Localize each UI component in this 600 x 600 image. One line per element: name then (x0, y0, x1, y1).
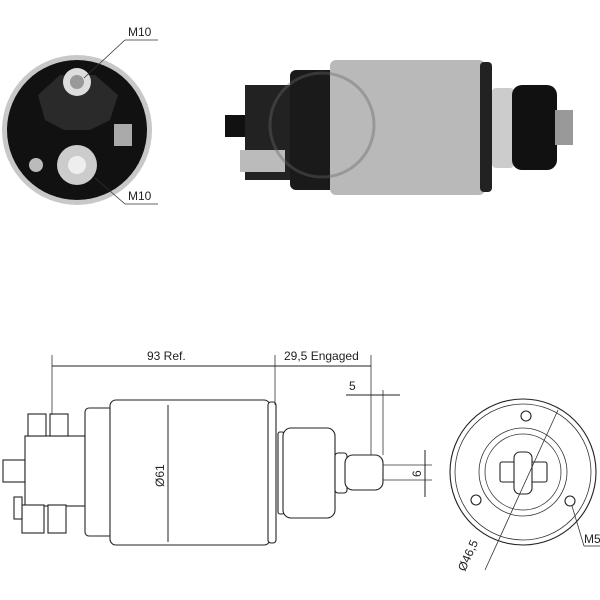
m5-label: M5 (584, 532, 600, 546)
photo-end-view: M10 M10 (2, 25, 158, 205)
end-view-drawing: Ø46,5 M5 (449, 398, 600, 573)
engaged-29-5-label: 29,5 Engaged (284, 349, 359, 363)
photo-housing (330, 60, 485, 195)
plunger (344, 454, 384, 491)
width-6-label: 6 (410, 470, 424, 477)
photo-side-view (225, 60, 573, 195)
dimension-lines: 93 Ref. 29,5 Engaged 5 6 Ø61 (51, 349, 432, 542)
watermark-logo (268, 71, 376, 179)
m10-top-label: M10 (128, 25, 152, 39)
mount-hole (520, 410, 532, 422)
mount-hole (564, 495, 576, 507)
diameter-61-label: Ø61 (153, 464, 167, 487)
offset-5-label: 5 (349, 379, 356, 393)
length-93-ref-label: 93 Ref. (147, 349, 186, 363)
body-housing (109, 399, 271, 546)
side-view-drawing (2, 399, 384, 546)
mount-hole (470, 494, 482, 506)
m10-bottom-label: M10 (128, 189, 152, 203)
bolt-circle-46-5-label: Ø46,5 (455, 537, 481, 573)
